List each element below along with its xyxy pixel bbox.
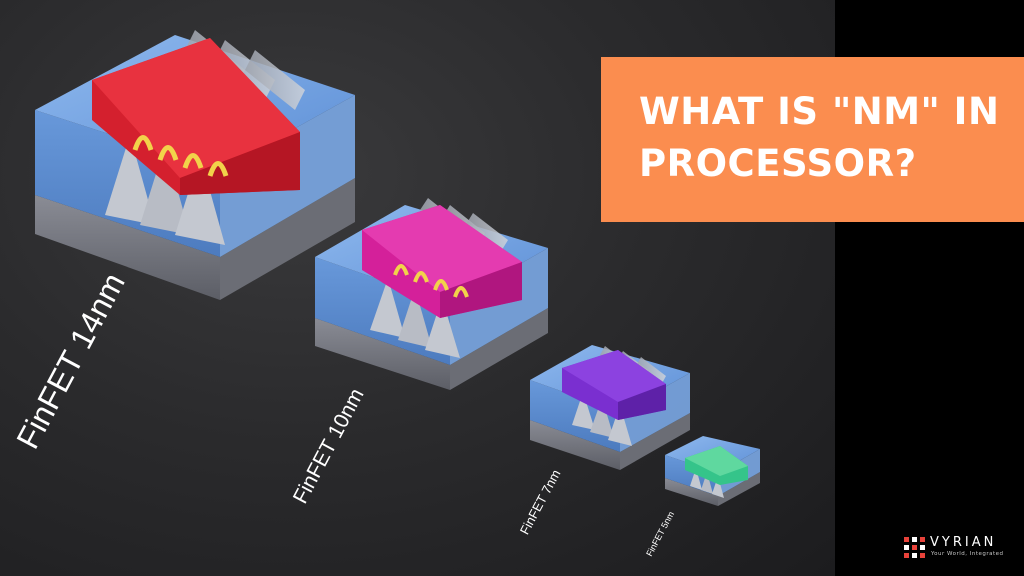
banner-title-line-2: PROCESSOR? [639, 142, 917, 185]
chip-5nm [665, 436, 760, 506]
banner-title: WHAT IS "NM" IN PROCESSOR? [639, 86, 1019, 190]
vyrian-logo: VYRIAN Your World, Integrated [904, 535, 1019, 565]
banner-title-line-1: WHAT IS "NM" IN [639, 90, 1000, 133]
chip-7nm [530, 345, 690, 470]
vyrian-logo-icon [904, 537, 925, 558]
finfet-chips-illustration [35, 30, 760, 506]
chip-14nm [35, 30, 355, 300]
title-banner: WHAT IS "NM" IN PROCESSOR? [601, 57, 1024, 222]
logo-tagline: Your World, Integrated [931, 551, 1004, 557]
logo-name: VYRIAN [930, 535, 997, 550]
chip-10nm [315, 198, 548, 390]
